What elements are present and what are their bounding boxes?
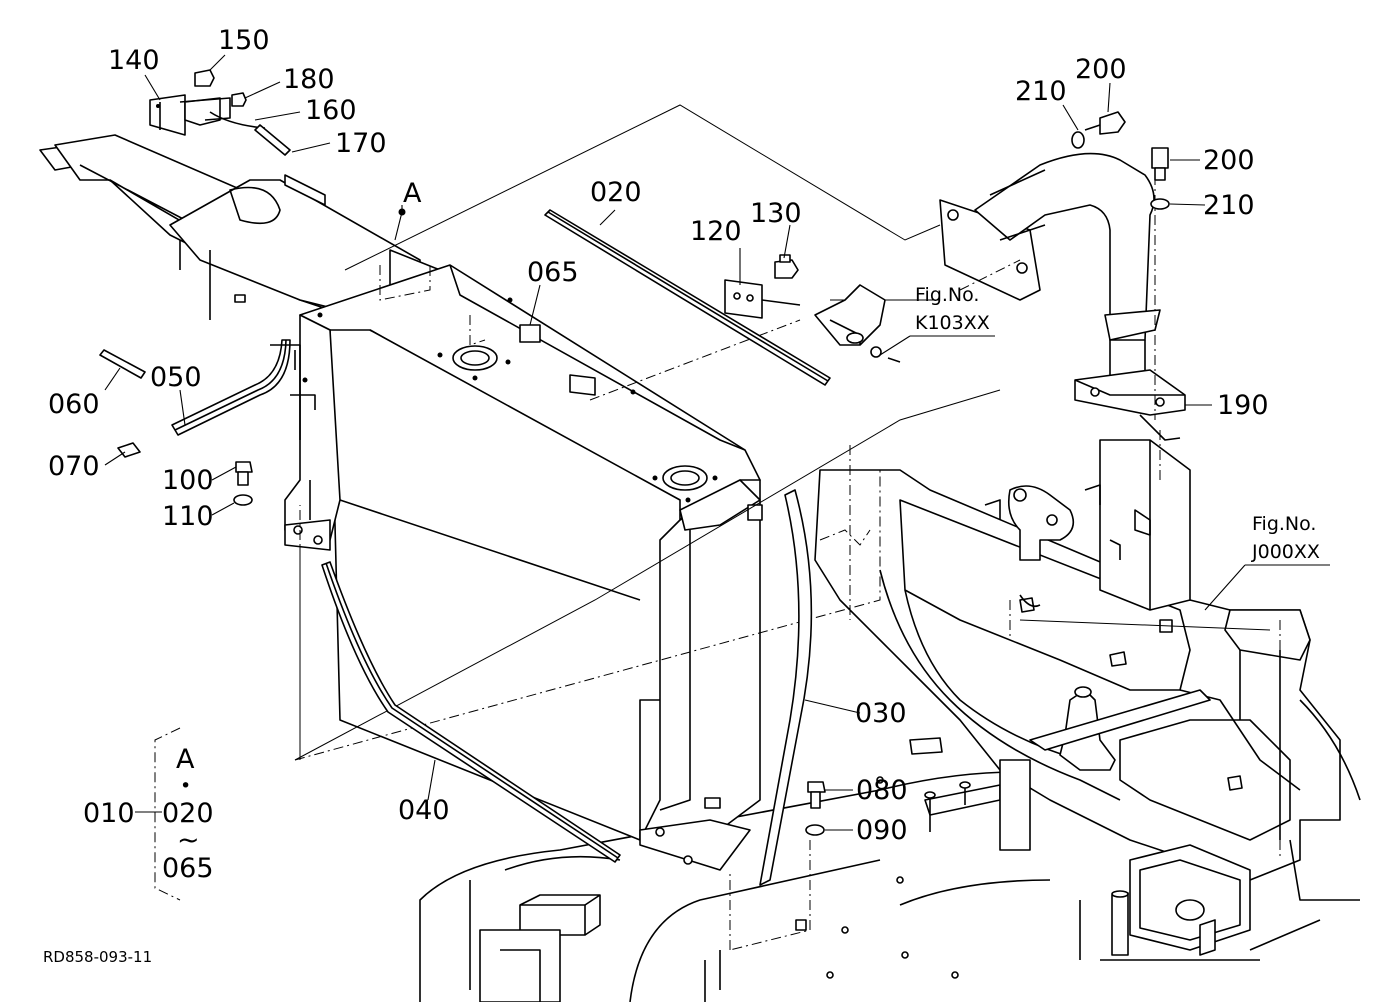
callout-170: 170 xyxy=(335,128,387,159)
callout-210-top: 210 xyxy=(1015,76,1067,107)
callout-100: 100 xyxy=(162,465,214,496)
radiator-cover-frame xyxy=(284,264,763,871)
callout-130: 130 xyxy=(750,198,802,229)
callout-160: 160 xyxy=(305,95,357,126)
support-stay-190 xyxy=(939,152,1186,441)
callout-070: 070 xyxy=(48,451,100,482)
legend-dot: • xyxy=(180,775,191,797)
legend-to: 065 xyxy=(162,853,214,884)
fig-ref-j000-line2: J000XX xyxy=(1251,541,1320,563)
hardware xyxy=(233,111,1170,836)
machine-frame xyxy=(419,439,1361,1002)
legend-main: 010 xyxy=(83,798,135,829)
callout-150: 150 xyxy=(218,25,270,56)
callout-labels: 140 150 180 160 170 A 020 120 130 065 06… xyxy=(48,25,1269,846)
callout-020: 020 xyxy=(590,177,642,208)
callout-200-right: 200 xyxy=(1203,145,1255,176)
legend-from: 020 xyxy=(162,798,214,829)
drawing-code: RD858-093-11 xyxy=(43,948,152,966)
fig-ref-j000: Fig.No. J000XX xyxy=(1251,513,1320,563)
callout-110: 110 xyxy=(162,501,214,532)
point-A-marker xyxy=(398,208,406,216)
assembly-legend: A • 010 020 ~ 065 xyxy=(83,727,214,901)
seal-030 xyxy=(759,489,813,886)
seal-020 xyxy=(544,209,831,386)
callout-060: 060 xyxy=(48,389,100,420)
callout-090: 090 xyxy=(856,815,908,846)
fig-ref-k103-line1: Fig.No. xyxy=(915,284,979,306)
callout-040: 040 xyxy=(398,795,450,826)
callout-200-top: 200 xyxy=(1075,54,1127,85)
seal-040 xyxy=(321,561,621,863)
bracket-120 xyxy=(724,254,901,363)
callout-180: 180 xyxy=(283,64,335,95)
callout-210-right: 210 xyxy=(1203,190,1255,221)
callout-120: 120 xyxy=(690,216,742,247)
legend-tilde: ~ xyxy=(177,825,200,856)
upper-frame-beam xyxy=(39,94,441,321)
callout-A: A xyxy=(403,178,422,209)
leader-lines xyxy=(104,54,1330,831)
callout-050: 050 xyxy=(150,362,202,393)
callout-065: 065 xyxy=(527,257,579,288)
callout-080: 080 xyxy=(856,775,908,806)
callout-030: 030 xyxy=(855,698,907,729)
callout-140: 140 xyxy=(108,45,160,76)
fig-ref-k103-line2: K103XX xyxy=(915,312,990,334)
fig-ref-j000-line1: Fig.No. xyxy=(1252,513,1316,535)
assembly-guide-lines xyxy=(294,104,1281,951)
fig-ref-k103: Fig.No. K103XX xyxy=(915,284,990,334)
callout-190: 190 xyxy=(1217,390,1269,421)
legend-letter: A xyxy=(176,744,195,775)
sensor-assembly xyxy=(179,69,291,156)
seals-left xyxy=(99,339,301,458)
